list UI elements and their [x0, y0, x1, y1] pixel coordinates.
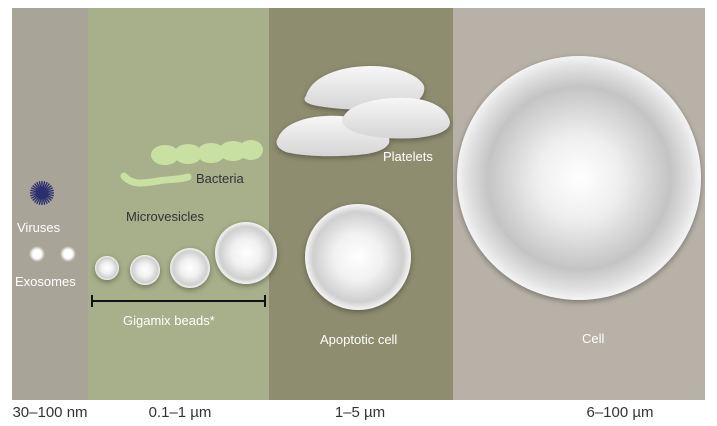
virus-core [37, 188, 47, 198]
gigamix-bead [130, 255, 160, 285]
gigamix-bead [95, 256, 119, 280]
gigamix-bead [170, 248, 210, 288]
exosomes-label: Exosomes [15, 274, 76, 289]
cell-label: Cell [582, 331, 605, 346]
apoptotic-cell-label: Apoptotic cell [320, 332, 397, 347]
gigamix-bead [215, 222, 277, 284]
platelets-label: Platelets [383, 149, 433, 164]
gigamix-beads-label: Gigamix beads* [123, 313, 215, 328]
zone-nanometer [12, 8, 88, 400]
range-label-micron: 1–5 µm [310, 404, 410, 421]
exosome-particle [60, 246, 76, 262]
range-label-cellular: 6–100 µm [570, 404, 670, 421]
cell [457, 56, 701, 300]
viruses-label: Viruses [17, 220, 61, 235]
exosome-particle [29, 246, 45, 262]
bacteria-label: Bacteria [196, 171, 244, 186]
range-label-nanometer: 30–100 nm [0, 404, 100, 421]
zone-submicron [88, 8, 269, 400]
range-label-submicron: 0.1–1 µm [130, 404, 230, 421]
microvesicles-label: Microvesicles [126, 209, 205, 224]
apoptotic-cell [305, 204, 411, 310]
